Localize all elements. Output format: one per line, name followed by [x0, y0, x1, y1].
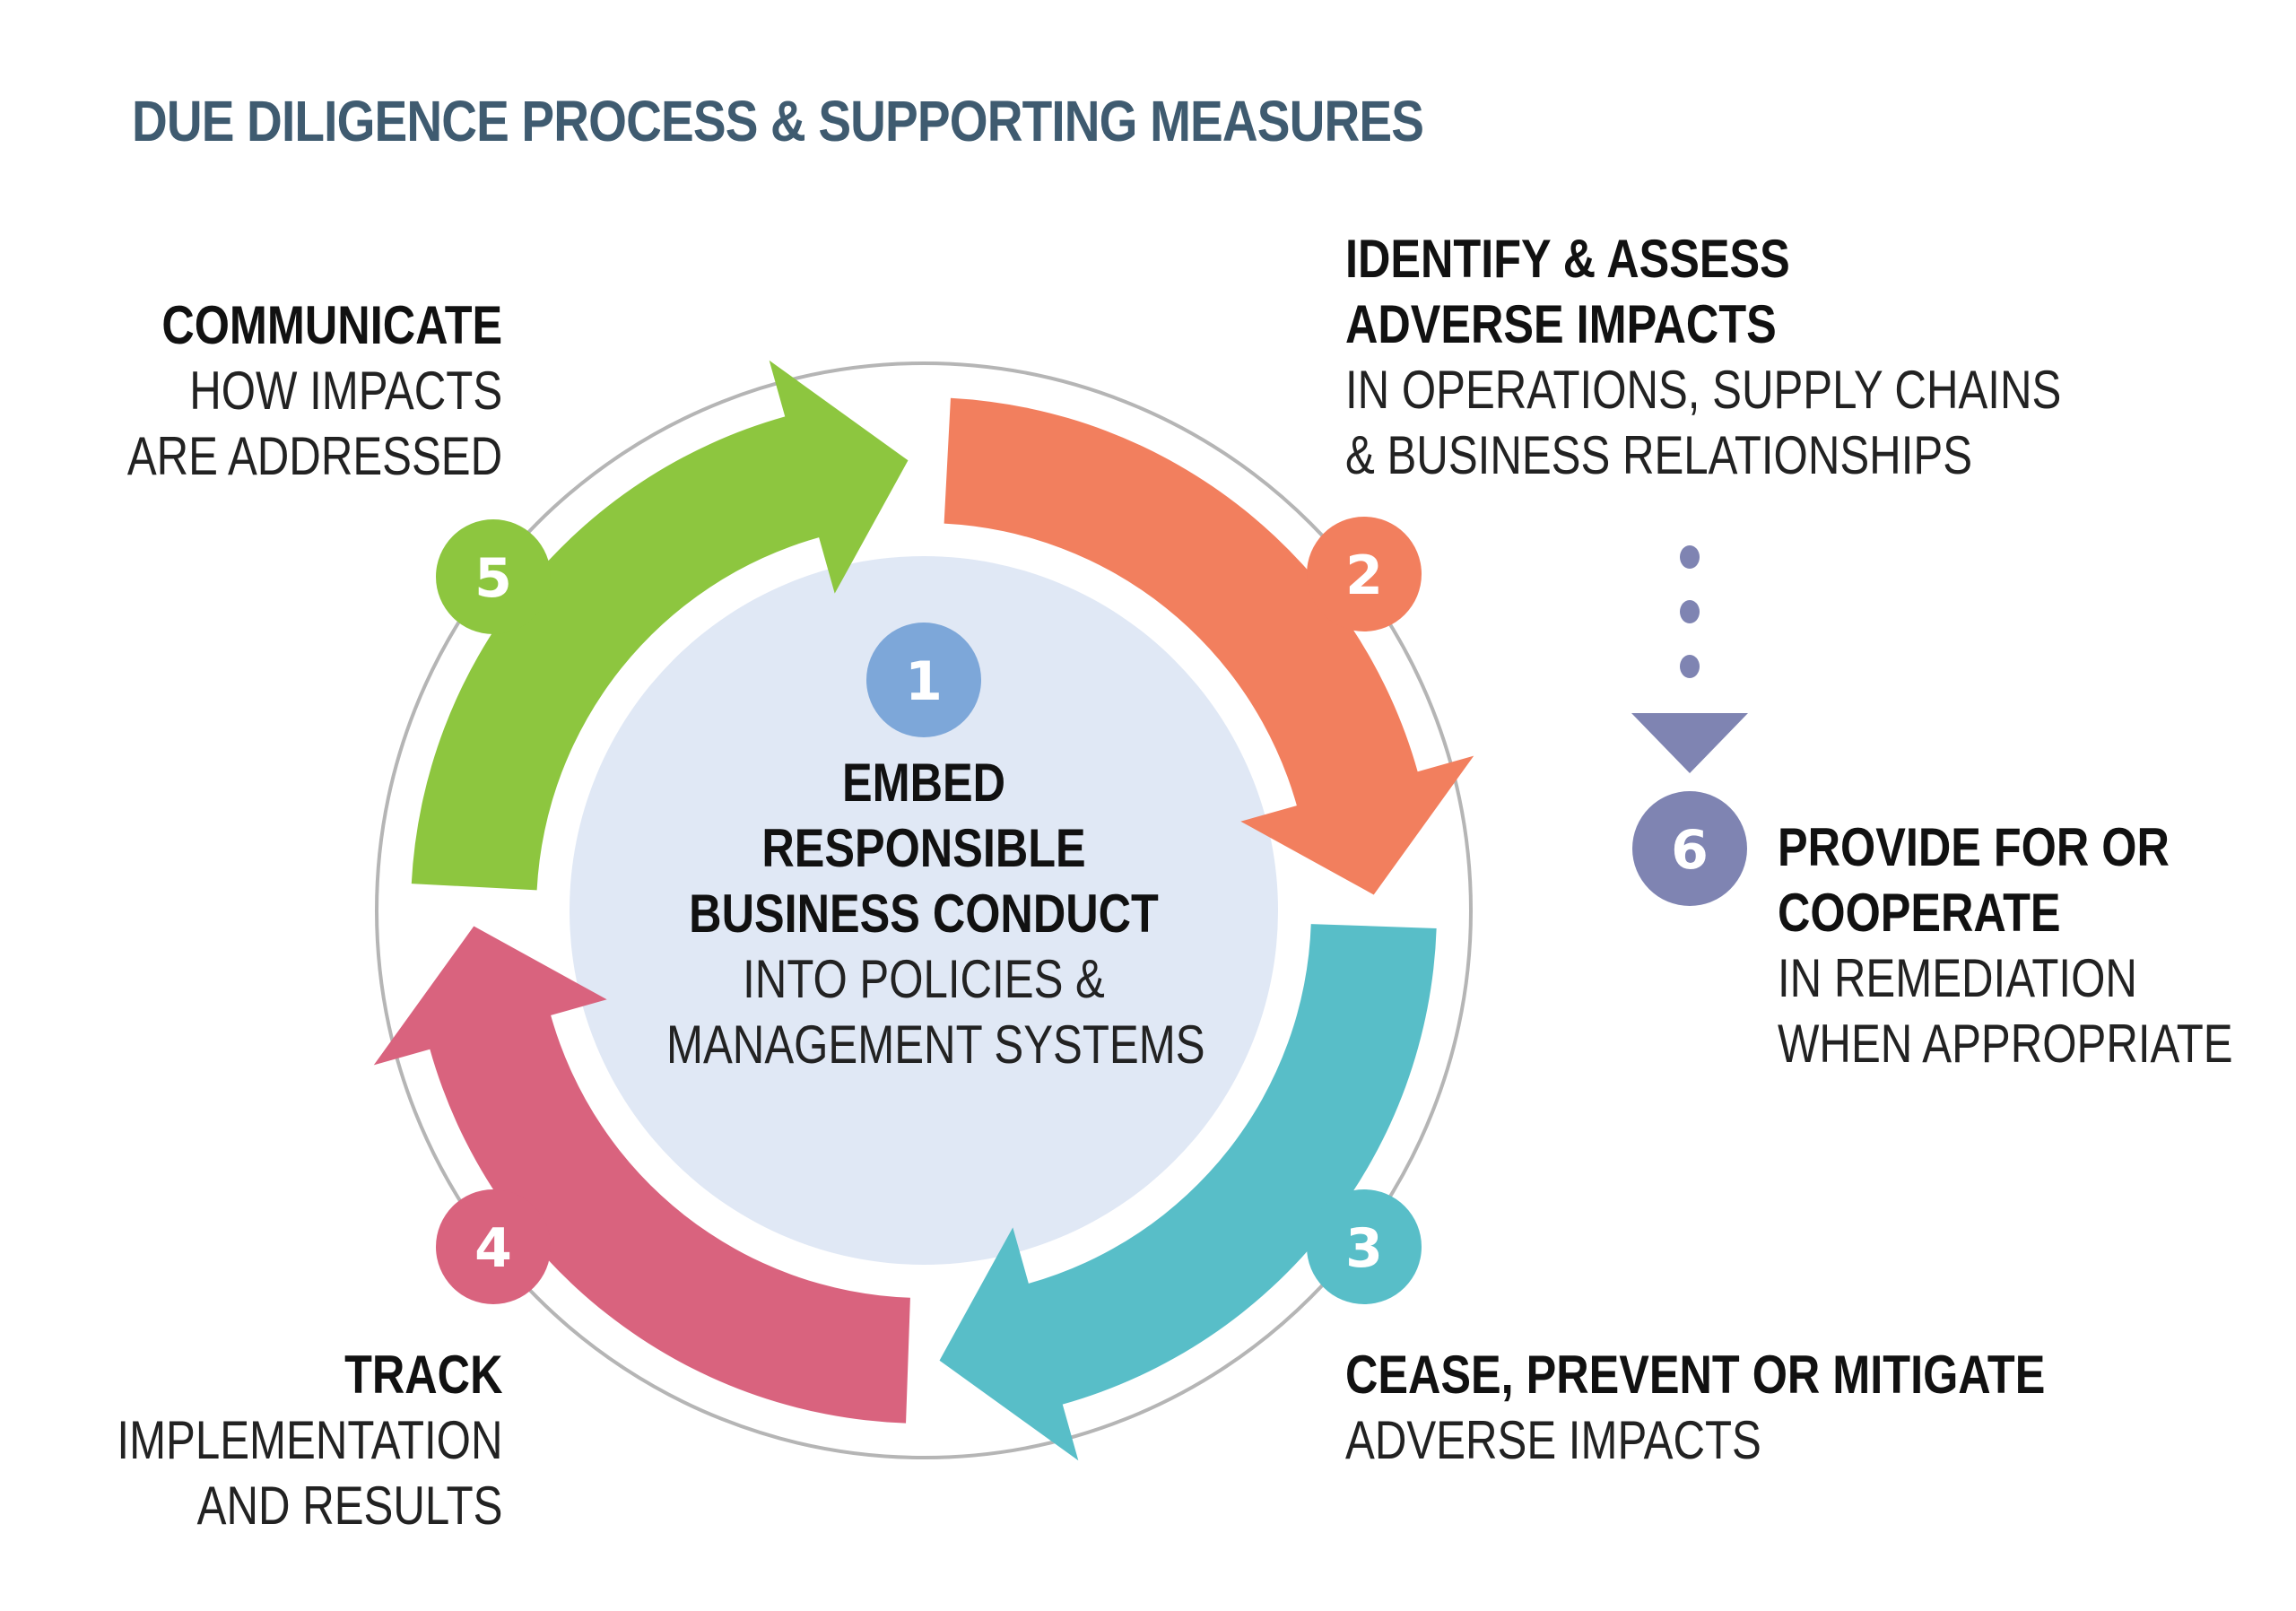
step-4-heading-line: TRACK [344, 1345, 502, 1405]
arrow-step-4-to-5 [373, 926, 910, 1424]
connector-dot [1680, 655, 1700, 678]
arrow-step-5-to-1 [411, 360, 909, 891]
step-6-heading-line: COOPERATE [1778, 883, 2061, 943]
step-2-label: IDENTIFY & ASSESS ADVERSE IMPACTS IN OPE… [1345, 226, 2219, 488]
step-6-sub-line: WHEN APPROPRIATE [1778, 1014, 2233, 1074]
step-3-sub-line: ADVERSE IMPACTS [1345, 1410, 1761, 1470]
diagram-title: DUE DILIGENCE PROCESS & SUPPORTING MEASU… [132, 89, 1424, 153]
step-1-heading-line: RESPONSIBLE [761, 818, 1086, 878]
step-number-5: 5 [474, 547, 512, 610]
step-badge-6: 6 [1632, 791, 1747, 906]
step-badge-5: 5 [436, 519, 551, 634]
step-4-label: TRACK IMPLEMENTATION AND RESULTS [32, 1342, 502, 1538]
dotted-connector-to-step-6 [1631, 545, 1748, 773]
outer-ring [375, 361, 1473, 1459]
step-5-sub-line: ARE ADDRESSED [126, 426, 502, 486]
step-badge-2: 2 [1307, 517, 1422, 631]
step-number-3: 3 [1345, 1217, 1383, 1280]
step-number-1: 1 [905, 650, 943, 713]
step-1-heading-line: BUSINESS CONDUCT [689, 884, 1159, 944]
step-1-sub-line: INTO POLICIES & [743, 949, 1105, 1009]
step-2-heading-line: ADVERSE IMPACTS [1345, 294, 1777, 354]
step-1-sub-line: MANAGEMENT SYSTEMS [666, 1014, 1205, 1075]
step-6-label: PROVIDE FOR OR COOPERATE IN REMEDIATION … [1778, 814, 2296, 1076]
step-2-heading-line: IDENTIFY & ASSESS [1345, 229, 1790, 289]
step-1-label: EMBED RESPONSIBLE BUSINESS CONDUCT INTO … [610, 750, 1238, 1077]
down-arrow-icon [1631, 713, 1748, 773]
step-2-sub-line: & BUSINESS RELATIONSHIPS [1345, 425, 1973, 485]
step-6-heading-line: PROVIDE FOR OR [1778, 817, 2170, 877]
step-2-sub-line: IN OPERATIONS, SUPPLY CHAINS [1345, 360, 2062, 420]
step-5-heading-line: COMMUNICATE [161, 295, 502, 355]
step-badge-4: 4 [436, 1189, 551, 1304]
arrow-step-2-to-3 [944, 397, 1474, 895]
connector-dot [1680, 545, 1700, 569]
arrow-step-3-to-4 [939, 924, 1437, 1461]
connector-dot [1680, 600, 1700, 623]
step-4-sub-line: IMPLEMENTATION [116, 1410, 502, 1470]
step-3-label: CEASE, PREVENT OR MITIGATE ADVERSE IMPAC… [1345, 1342, 2179, 1473]
step-badge-3: 3 [1307, 1189, 1422, 1304]
step-1-heading-line: EMBED [841, 753, 1006, 813]
step-badge-1: 1 [866, 623, 981, 737]
step-3-heading-line: CEASE, PREVENT OR MITIGATE [1345, 1345, 2046, 1405]
step-number-6: 6 [1671, 819, 1709, 882]
step-5-sub-line: HOW IMPACTS [189, 361, 502, 421]
step-4-sub-line: AND RESULTS [196, 1476, 503, 1536]
center-disc [570, 556, 1278, 1265]
step-number-2: 2 [1345, 544, 1383, 607]
step-number-4: 4 [474, 1217, 512, 1280]
step-6-sub-line: IN REMEDIATION [1778, 948, 2137, 1008]
step-5-label: COMMUNICATE HOW IMPACTS ARE ADDRESSED [45, 292, 502, 489]
